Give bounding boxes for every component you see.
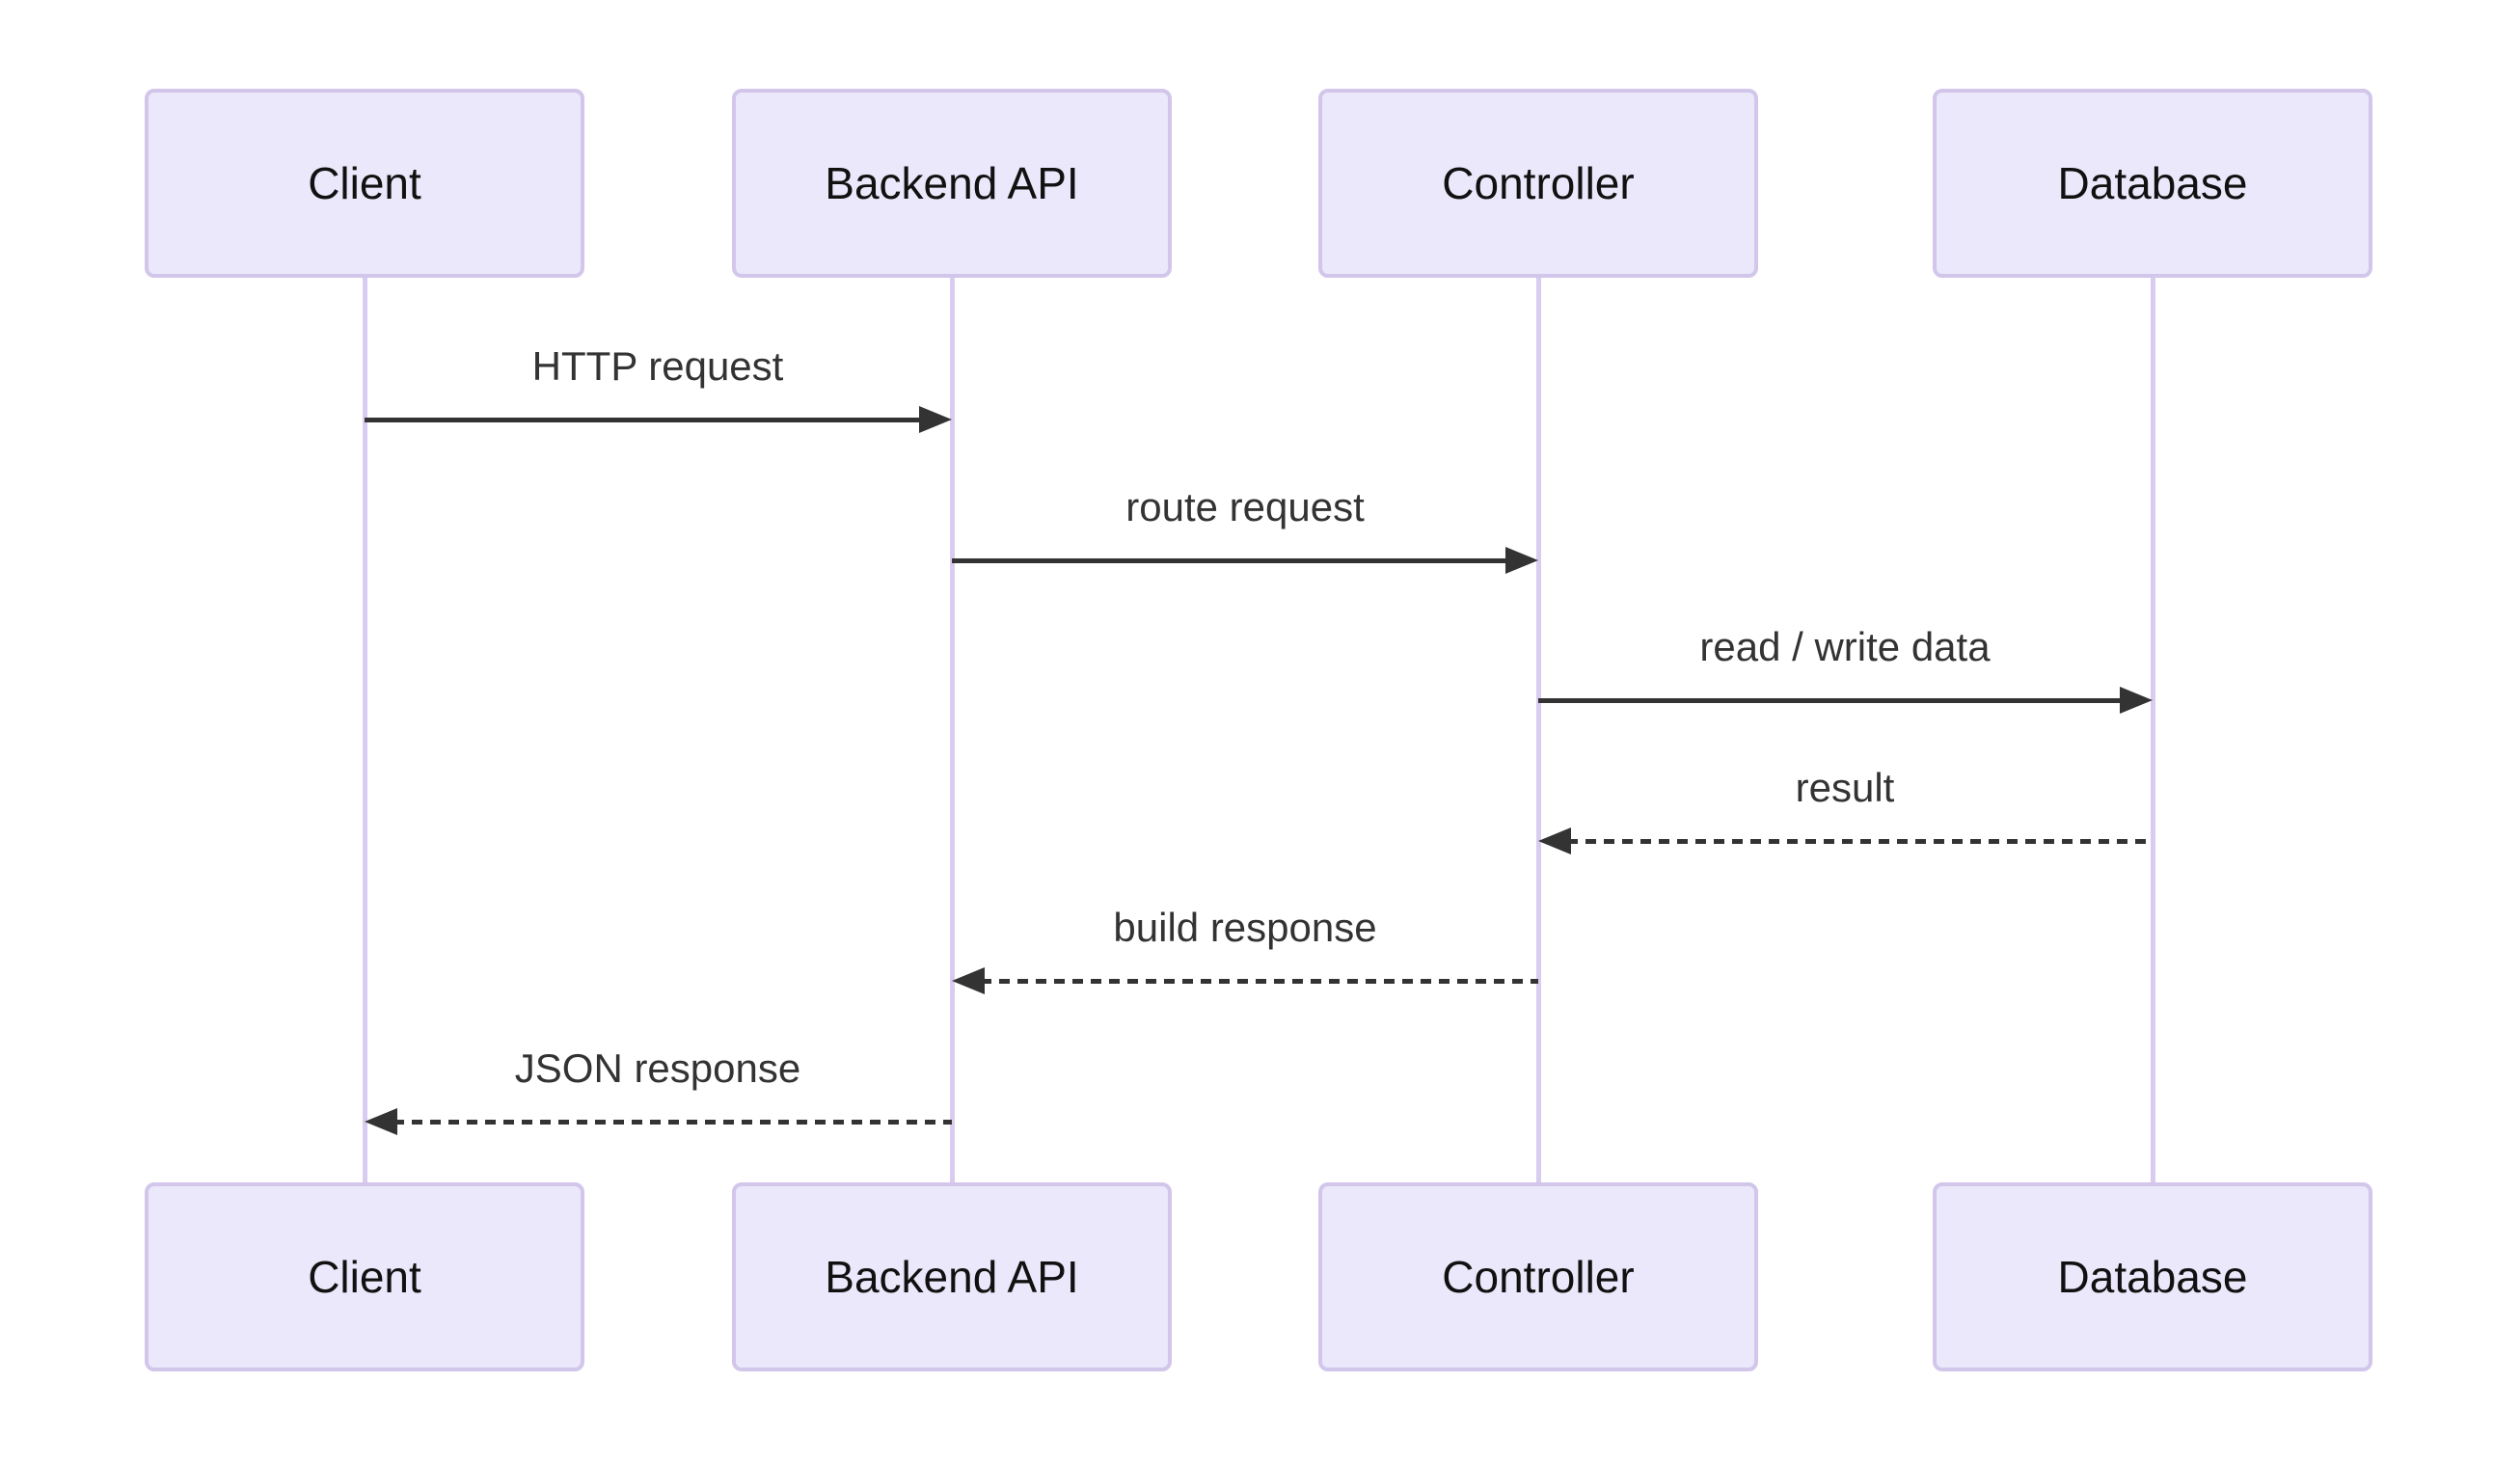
- message-line-route-request: [952, 558, 1509, 563]
- message-label-json-response: JSON response: [514, 1045, 801, 1091]
- message-label-result: result: [1795, 765, 1895, 810]
- message-label-route-request: route request: [1125, 484, 1365, 529]
- arrowhead-result: [1538, 827, 1571, 854]
- actor-top-database: Database: [1933, 89, 2372, 278]
- arrowhead-build-response: [952, 967, 985, 994]
- actor-top-backend-api: Backend API: [732, 89, 1172, 278]
- lifeline-controller: [1536, 278, 1541, 1182]
- actor-bottom-client: Client: [145, 1182, 584, 1371]
- lifeline-backend-api: [950, 278, 955, 1182]
- lifeline-database: [2151, 278, 2155, 1182]
- message-line-result: [1567, 839, 2153, 844]
- arrowhead-route-request: [1505, 547, 1538, 574]
- actor-bottom-database: Database: [1933, 1182, 2372, 1371]
- message-line-http-request: [365, 418, 923, 422]
- actor-top-client: Client: [145, 89, 584, 278]
- message-label-build-response: build response: [1113, 905, 1377, 950]
- arrowhead-read-write-data: [2120, 687, 2153, 714]
- message-line-json-response: [393, 1120, 952, 1125]
- message-line-read-write-data: [1538, 698, 2124, 703]
- message-line-build-response: [981, 979, 1538, 984]
- actor-bottom-controller: Controller: [1318, 1182, 1758, 1371]
- actor-top-controller: Controller: [1318, 89, 1758, 278]
- message-label-http-request: HTTP request: [531, 343, 784, 389]
- message-label-read-write-data: read / write data: [1699, 624, 1991, 669]
- lifeline-client: [363, 278, 367, 1182]
- arrowhead-json-response: [365, 1108, 397, 1135]
- arrowhead-http-request: [919, 406, 952, 433]
- actor-bottom-backend-api: Backend API: [732, 1182, 1172, 1371]
